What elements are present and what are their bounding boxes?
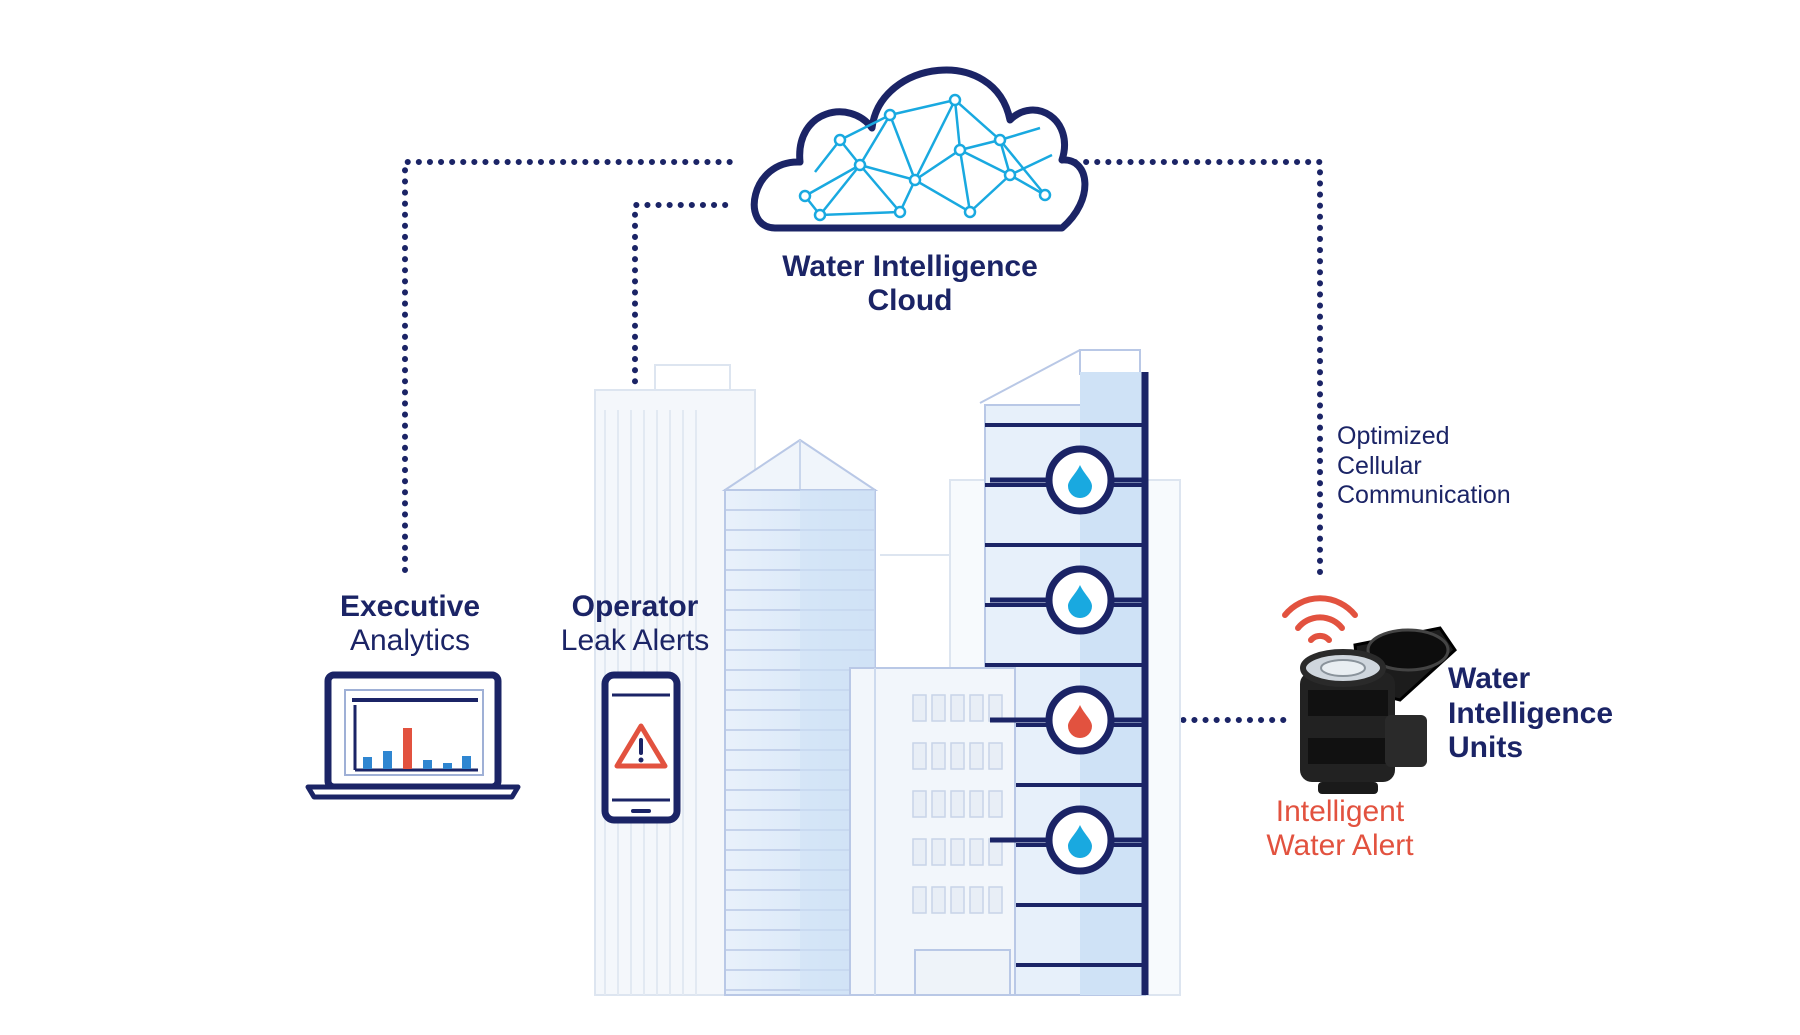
cloud-label-line2: Cloud <box>867 283 953 317</box>
building-front <box>849 667 1016 996</box>
sensor-2 <box>990 565 1145 635</box>
executive-cloud-link <box>402 159 733 573</box>
water-drop-icon <box>1068 465 1092 498</box>
water-meter-unit-icon <box>1300 626 1457 794</box>
cellular-line1: Optimized <box>1337 422 1450 450</box>
sensor-group <box>990 445 1145 875</box>
laptop-icon <box>305 671 521 800</box>
wifi-signal-icon <box>1282 595 1358 643</box>
executive-label: Executive Analytics <box>290 590 530 657</box>
alert-label: Intelligent Water Alert <box>1230 795 1450 862</box>
executive-subtitle: Analytics <box>349 623 471 657</box>
sensor-3 <box>990 685 1145 755</box>
units-line2: Intelligence <box>1448 696 1614 730</box>
water-drop-icon <box>1068 705 1092 738</box>
cloud-label-line1: Water Intelligence <box>782 250 1038 283</box>
cloud-icon <box>750 66 1089 232</box>
executive-title: Executive <box>339 590 481 623</box>
water-drop-icon <box>1068 825 1092 858</box>
cellular-cloud-link <box>1072 159 1323 575</box>
cloud-label: Water Intelligence Cloud <box>700 250 1120 317</box>
cellular-line3: Communication <box>1337 481 1511 509</box>
sensor-4 <box>990 805 1145 875</box>
cellular-line2: Cellular <box>1337 451 1422 480</box>
alert-line2: Water Alert <box>1266 828 1414 862</box>
warning-icon <box>614 723 668 769</box>
city-buildings <box>594 349 1181 996</box>
sensor-1 <box>990 445 1145 515</box>
cellular-label: Optimized Cellular Communication <box>1337 422 1597 511</box>
operator-label: Operator Leak Alerts <box>540 590 730 657</box>
operator-subtitle: Leak Alerts <box>560 623 710 657</box>
units-line1: Water <box>1448 662 1531 695</box>
water-drop-icon <box>1068 585 1092 618</box>
units-line3: Units <box>1448 731 1523 764</box>
operator-title: Operator <box>571 590 699 623</box>
alert-line1: Intelligent <box>1275 795 1405 828</box>
phone-icon <box>601 671 681 824</box>
units-label: Water Intelligence Units <box>1448 662 1688 766</box>
analytics-bar-chart <box>363 728 471 769</box>
